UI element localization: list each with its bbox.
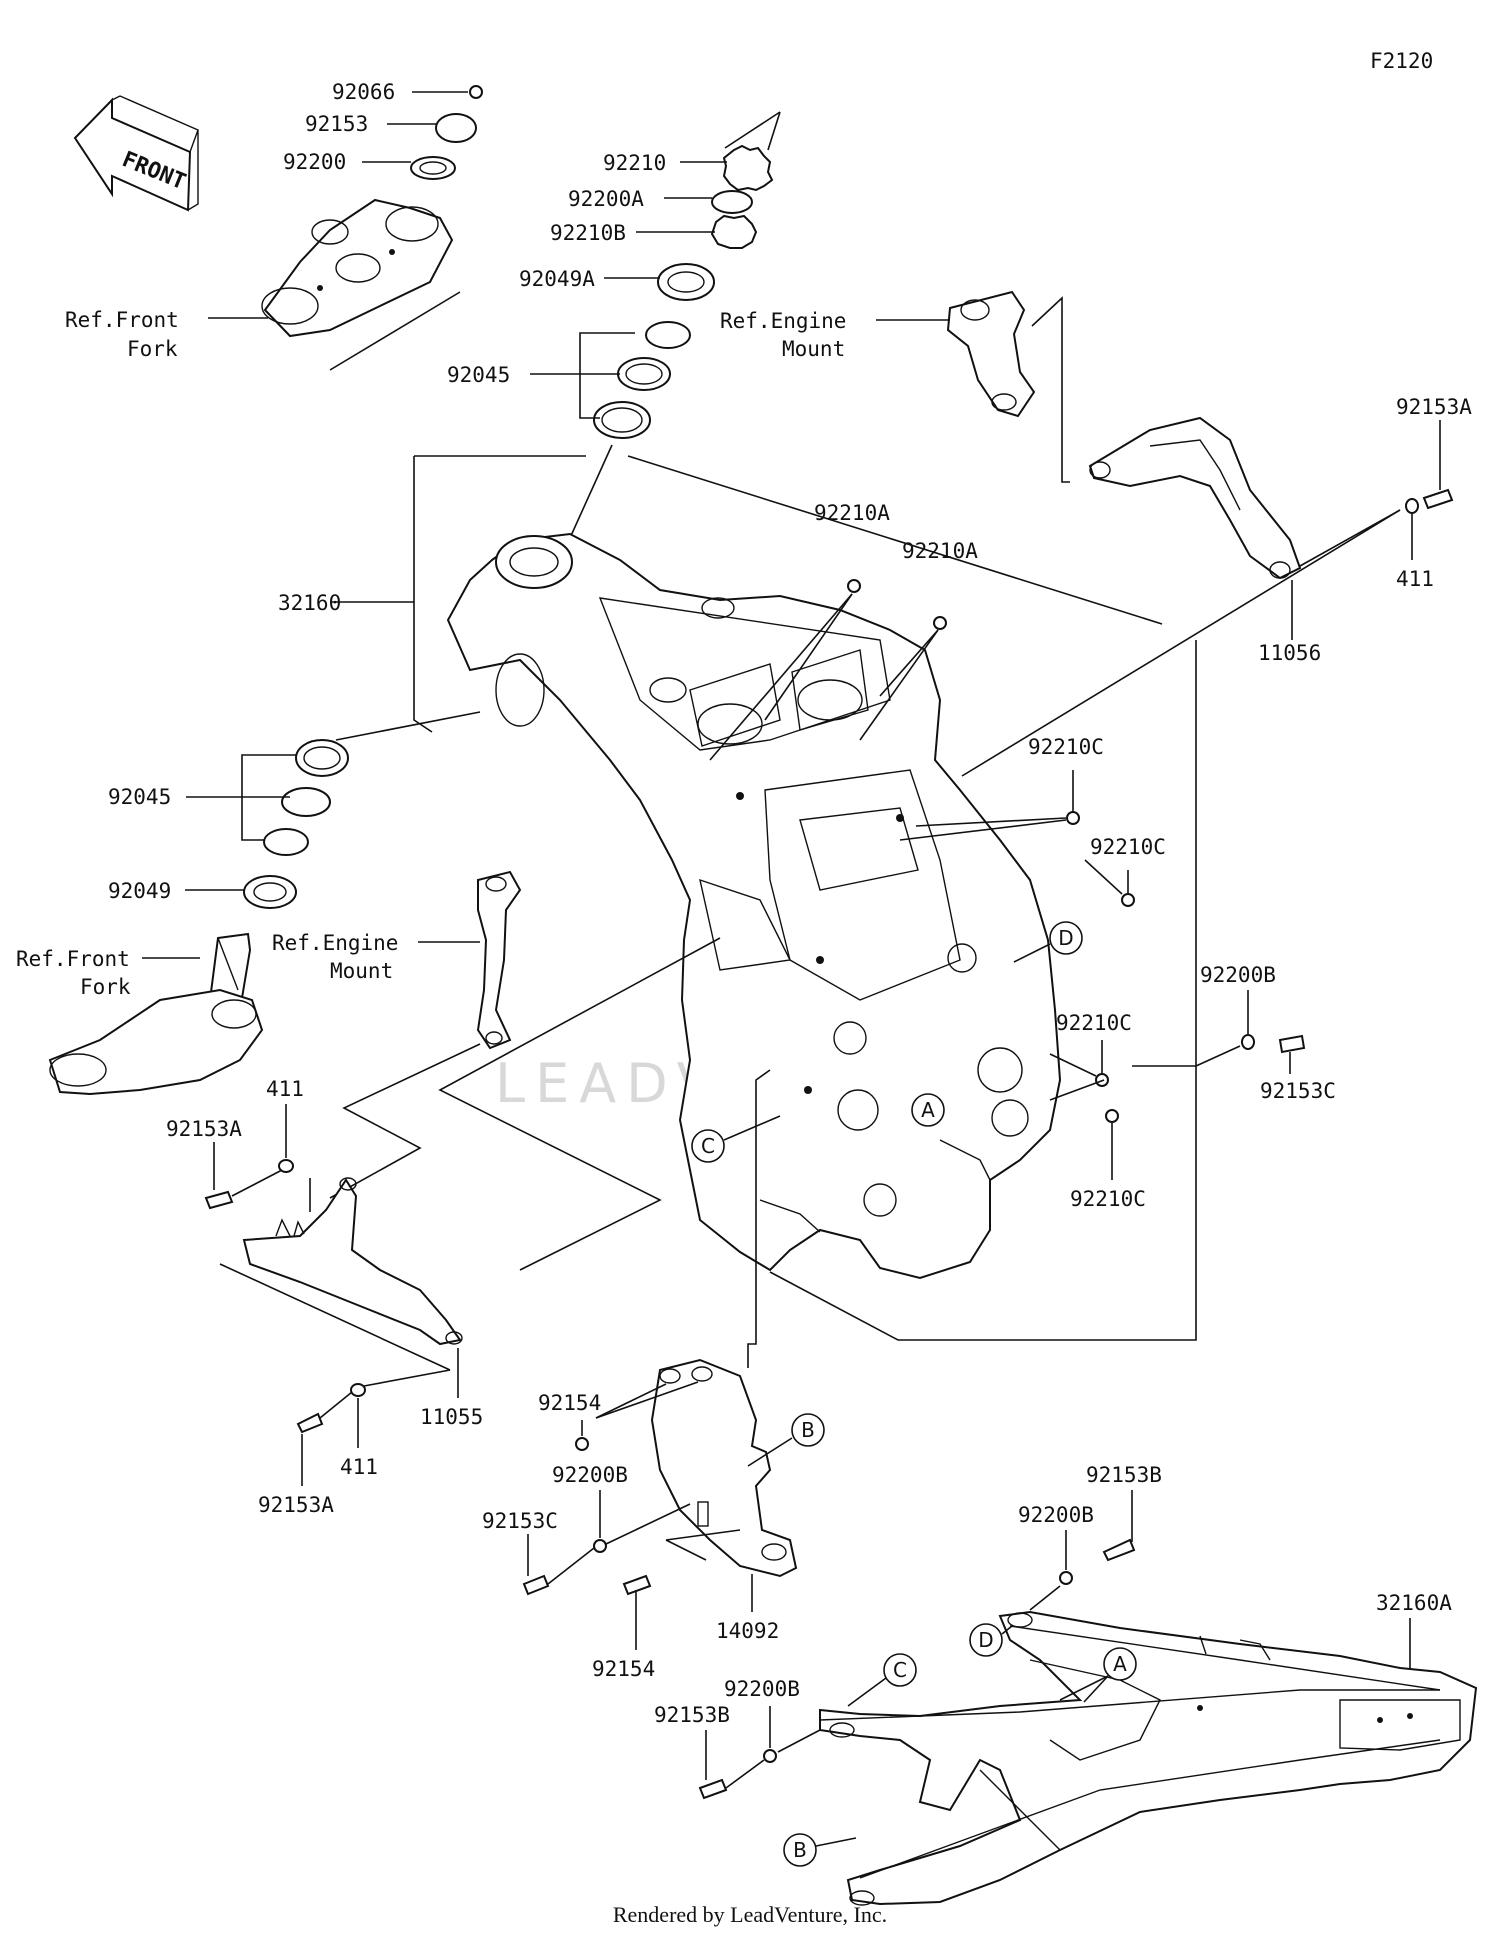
ref-front-fork-top-1: Ref.Front xyxy=(65,308,179,332)
ref-front-fork-left-2: Fork xyxy=(80,975,131,999)
callout-A-frame: A xyxy=(911,1093,945,1127)
bolt-92210A xyxy=(847,579,947,630)
callout-D-subframe: D xyxy=(969,1623,1003,1657)
svg-text:A: A xyxy=(921,1098,935,1122)
callout-C-subframe: C xyxy=(883,1653,917,1687)
engine-mount-bracket-top xyxy=(946,290,1036,418)
part-92154-bottom: 92154 xyxy=(592,1657,655,1681)
part-92210C-2: 92210C xyxy=(1090,835,1166,859)
ref-engine-mount-mid-1: Ref.Engine xyxy=(272,931,398,955)
svg-text:C: C xyxy=(701,1134,715,1158)
part-92153A-left-bottom: 92153A xyxy=(258,1493,334,1517)
svg-text:C: C xyxy=(893,1658,907,1682)
bolt-92153C-right xyxy=(1241,1034,1306,1054)
bolt-92153B-top xyxy=(1059,1538,1136,1585)
part-92154-top: 92154 xyxy=(538,1391,601,1415)
part-92153A-left-top: 92153A xyxy=(166,1117,242,1141)
part-92049A: 92049A xyxy=(519,267,595,291)
bolt-92153A-left-bottom xyxy=(296,1383,366,1434)
part-92200: 92200 xyxy=(283,150,346,174)
bolt-92153A-right xyxy=(1405,488,1454,514)
engine-mount-bracket-mid xyxy=(476,870,522,1050)
part-92200B-mid: 92200B xyxy=(552,1463,628,1487)
part-92210A-1: 92210A xyxy=(814,501,890,525)
part-92200B-low: 92200B xyxy=(1018,1503,1094,1527)
part-92210C-3: 92210C xyxy=(1056,1011,1132,1035)
part-92210C-1: 92210C xyxy=(1028,735,1104,759)
callout-D-frame: D xyxy=(1049,921,1083,955)
callout-C-frame: C xyxy=(691,1129,725,1163)
part-92153C-mid: 92153C xyxy=(482,1509,558,1533)
bolt-92154-top xyxy=(575,1437,589,1451)
part-92045-left: 92045 xyxy=(108,785,171,809)
part-11056: 11056 xyxy=(1258,641,1321,665)
part-92210B: 92210B xyxy=(550,221,626,245)
svg-text:B: B xyxy=(793,1838,807,1862)
part-92153: 92153 xyxy=(305,112,368,136)
upper-triple-clamp xyxy=(261,198,454,338)
engine-bracket-11056 xyxy=(1088,416,1302,580)
ref-engine-mount-top-2: Mount xyxy=(782,337,845,361)
ref-front-fork-left-1: Ref.Front xyxy=(16,947,130,971)
svg-text:A: A xyxy=(1113,1652,1127,1676)
engine-bracket-11055 xyxy=(242,1177,463,1346)
part-92153C-right: 92153C xyxy=(1260,1079,1336,1103)
svg-text:D: D xyxy=(978,1628,993,1652)
ref-engine-mount-top-1: Ref.Engine xyxy=(720,309,846,333)
part-92200B-bottom: 92200B xyxy=(724,1677,800,1701)
rear-subframe-32160A xyxy=(819,1610,1478,1906)
lower-triple-clamp xyxy=(48,932,264,1096)
ref-engine-mount-mid-2: Mount xyxy=(330,959,393,983)
ref-front-fork-top-2: Fork xyxy=(127,337,178,361)
bolt-92153C-mid xyxy=(522,1539,607,1596)
main-frame-32160 xyxy=(446,532,1062,1280)
part-92210C-4: 92210C xyxy=(1070,1187,1146,1211)
front-arrow-icon: FRONT xyxy=(73,95,199,212)
part-92153A-right: 92153A xyxy=(1396,395,1472,419)
svg-text:D: D xyxy=(1058,926,1073,950)
part-92045-top: 92045 xyxy=(447,363,510,387)
lower-bearing-stack xyxy=(243,739,349,909)
diagram-code: F2120 xyxy=(1370,49,1433,73)
part-14092: 14092 xyxy=(716,1619,779,1643)
part-92153B-top: 92153B xyxy=(1086,1463,1162,1487)
part-92200B-right: 92200B xyxy=(1200,963,1276,987)
steering-stem-cap-parts xyxy=(410,85,483,180)
part-92210: 92210 xyxy=(603,151,666,175)
part-11055: 11055 xyxy=(420,1405,483,1429)
part-92153B-bottom: 92153B xyxy=(654,1703,730,1727)
part-411-right: 411 xyxy=(1396,567,1434,591)
stem-nut-bearing-stack xyxy=(593,144,774,439)
cover-14092 xyxy=(650,1358,798,1578)
callout-B-bracket: B xyxy=(791,1413,825,1447)
part-92066: 92066 xyxy=(332,80,395,104)
part-32160: 32160 xyxy=(278,591,341,615)
callout-A-subframe: A xyxy=(1103,1647,1137,1681)
bolt-92153B-bottom xyxy=(698,1749,777,1800)
bolt-92154-bottom xyxy=(622,1574,652,1596)
footer-credit: Rendered by LeadVenture, Inc. xyxy=(613,1902,887,1927)
svg-text:B: B xyxy=(801,1418,815,1442)
part-92210A-2: 92210A xyxy=(902,539,978,563)
part-92049: 92049 xyxy=(108,879,171,903)
callout-B-subframe: B xyxy=(783,1833,817,1867)
part-92200A: 92200A xyxy=(568,187,644,211)
part-32160A: 32160A xyxy=(1376,1591,1452,1615)
part-411-left-bottom: 411 xyxy=(340,1455,378,1479)
bolt-92153A-left-top xyxy=(204,1159,294,1210)
part-411-left-top: 411 xyxy=(266,1077,304,1101)
